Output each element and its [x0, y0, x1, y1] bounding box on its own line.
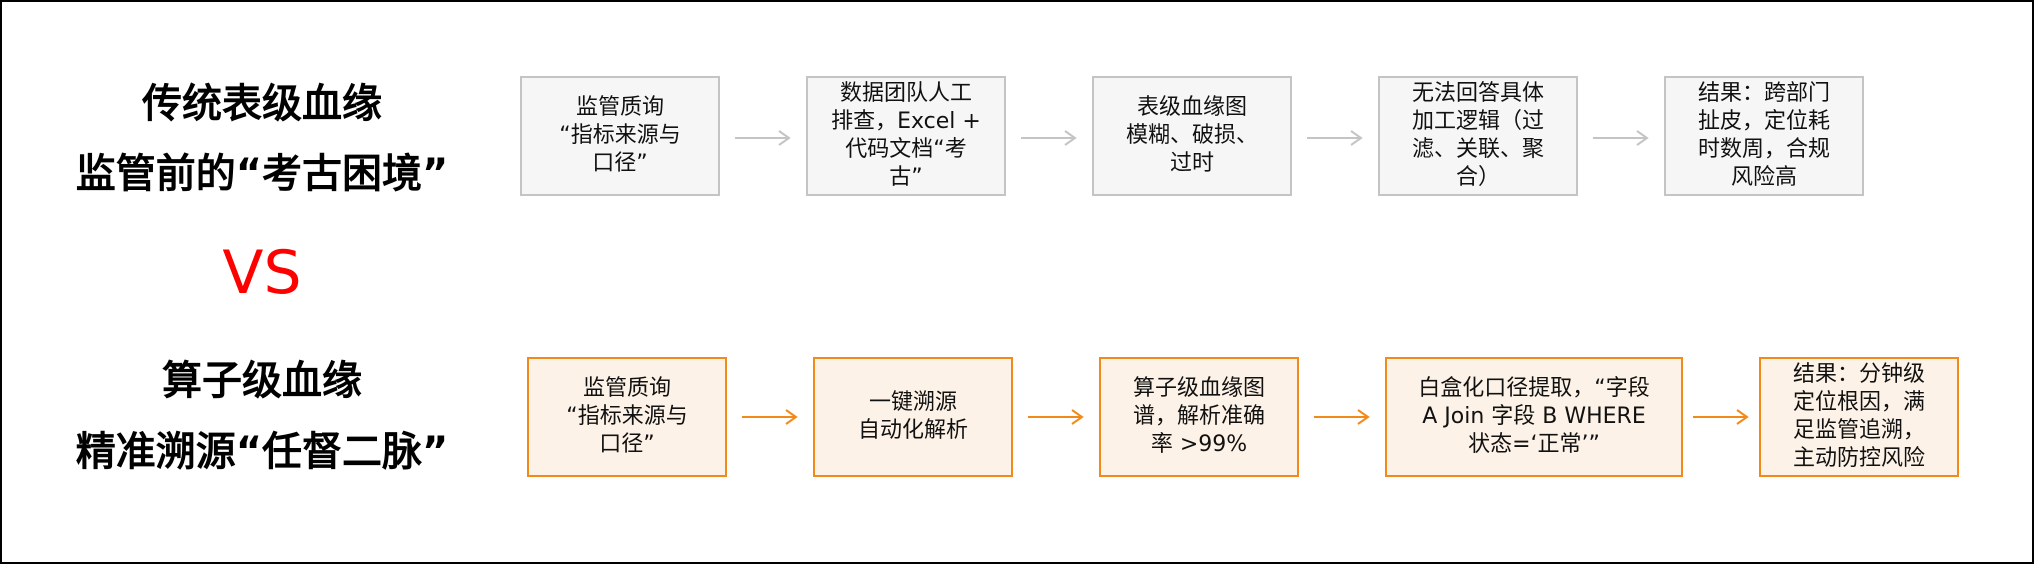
- bottom-title-line2: 精准溯源“任督二脉”: [75, 429, 449, 475]
- top-title-line2: 监管前的“考古困境”: [75, 151, 449, 197]
- bottom-arrow-2: [1028, 409, 1084, 425]
- top-step-2-text: 数据团队人工 排查，Excel + 代码文档“考 古”: [831, 81, 981, 190]
- top-step-1-text: 监管质询 “指标来源与 口径”: [559, 95, 681, 176]
- bottom-title-line1: 算子级血缘: [162, 358, 362, 404]
- bottom-step-2-text: 一键溯源 自动化解析: [857, 390, 968, 443]
- bottom-step-1-text: 监管质询 “指标来源与 口径”: [566, 376, 688, 457]
- top-step-4-box: 无法回答具体 加工逻辑（过 滤、关联、聚 合）: [1378, 76, 1578, 196]
- bottom-step-3-box: 算子级血缘图 谱，解析准确 率 >99%: [1099, 357, 1299, 477]
- vs-label: VS: [222, 238, 302, 308]
- bottom-step-4-text: 白盒化口径提取，“字段 A Join 字段 B WHERE 状态=‘正常’”: [1418, 376, 1650, 457]
- bottom-step-2-box: 一键溯源 自动化解析: [813, 357, 1013, 477]
- top-arrow-1: [735, 130, 791, 146]
- bottom-step-3-text: 算子级血缘图 谱，解析准确 率 >99%: [1132, 376, 1265, 457]
- bottom-arrow-3: [1314, 409, 1370, 425]
- top-arrow-4: [1593, 130, 1649, 146]
- top-step-5-text: 结果：跨部门 扯皮，定位耗 时数周，合规 风险高: [1697, 81, 1830, 190]
- top-step-2-box: 数据团队人工 排查，Excel + 代码文档“考 古”: [806, 76, 1006, 196]
- bottom-arrow-1: [742, 409, 798, 425]
- top-step-3-box: 表级血缘图 模糊、破损、 过时: [1092, 76, 1292, 196]
- top-step-4-text: 无法回答具体 加工逻辑（过 滤、关联、聚 合）: [1411, 81, 1544, 190]
- bottom-step-5-text: 结果：分钟级 定位根因，满 足监管追溯， 主动防控风险: [1792, 362, 1925, 471]
- top-step-5-box: 结果：跨部门 扯皮，定位耗 时数周，合规 风险高: [1664, 76, 1864, 196]
- top-step-1-box: 监管质询 “指标来源与 口径”: [520, 76, 720, 196]
- top-arrow-3: [1307, 130, 1363, 146]
- bottom-step-1-box: 监管质询 “指标来源与 口径”: [527, 357, 727, 477]
- top-step-3-text: 表级血缘图 模糊、破损、 过时: [1125, 95, 1258, 176]
- top-arrow-2: [1021, 130, 1077, 146]
- bottom-step-5-box: 结果：分钟级 定位根因，满 足监管追溯， 主动防控风险: [1759, 357, 1959, 477]
- bottom-step-4-box: 白盒化口径提取，“字段 A Join 字段 B WHERE 状态=‘正常’”: [1385, 357, 1683, 477]
- top-title-line1: 传统表级血缘: [142, 81, 382, 127]
- bottom-arrow-4: [1693, 409, 1749, 425]
